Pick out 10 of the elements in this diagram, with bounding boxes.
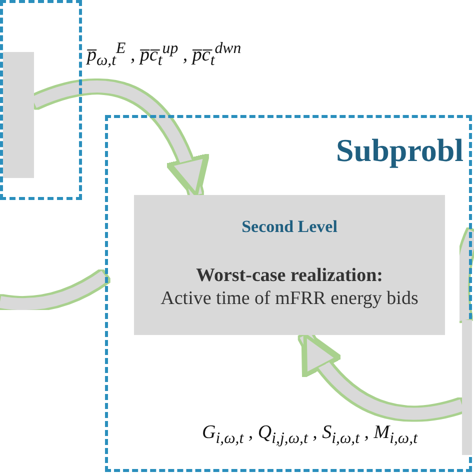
dashed-frame	[105, 115, 472, 472]
frame-title: Subprobl	[336, 132, 464, 169]
process-box	[134, 195, 445, 335]
process-box	[462, 320, 472, 455]
edge-label: G$_{i,ω,t}$ , Q$_{i,j,ω,t}$ , S$_{i,ω,t}$ , M$_{i,ω,t}$	[200, 422, 420, 448]
dashed-frame	[0, 0, 82, 200]
box-subheading: Worst-case realization:	[196, 265, 383, 287]
box-text: Active time of mFRR energy bids	[160, 288, 418, 310]
process-box	[3, 52, 34, 178]
box-heading: Second Level	[242, 217, 338, 237]
